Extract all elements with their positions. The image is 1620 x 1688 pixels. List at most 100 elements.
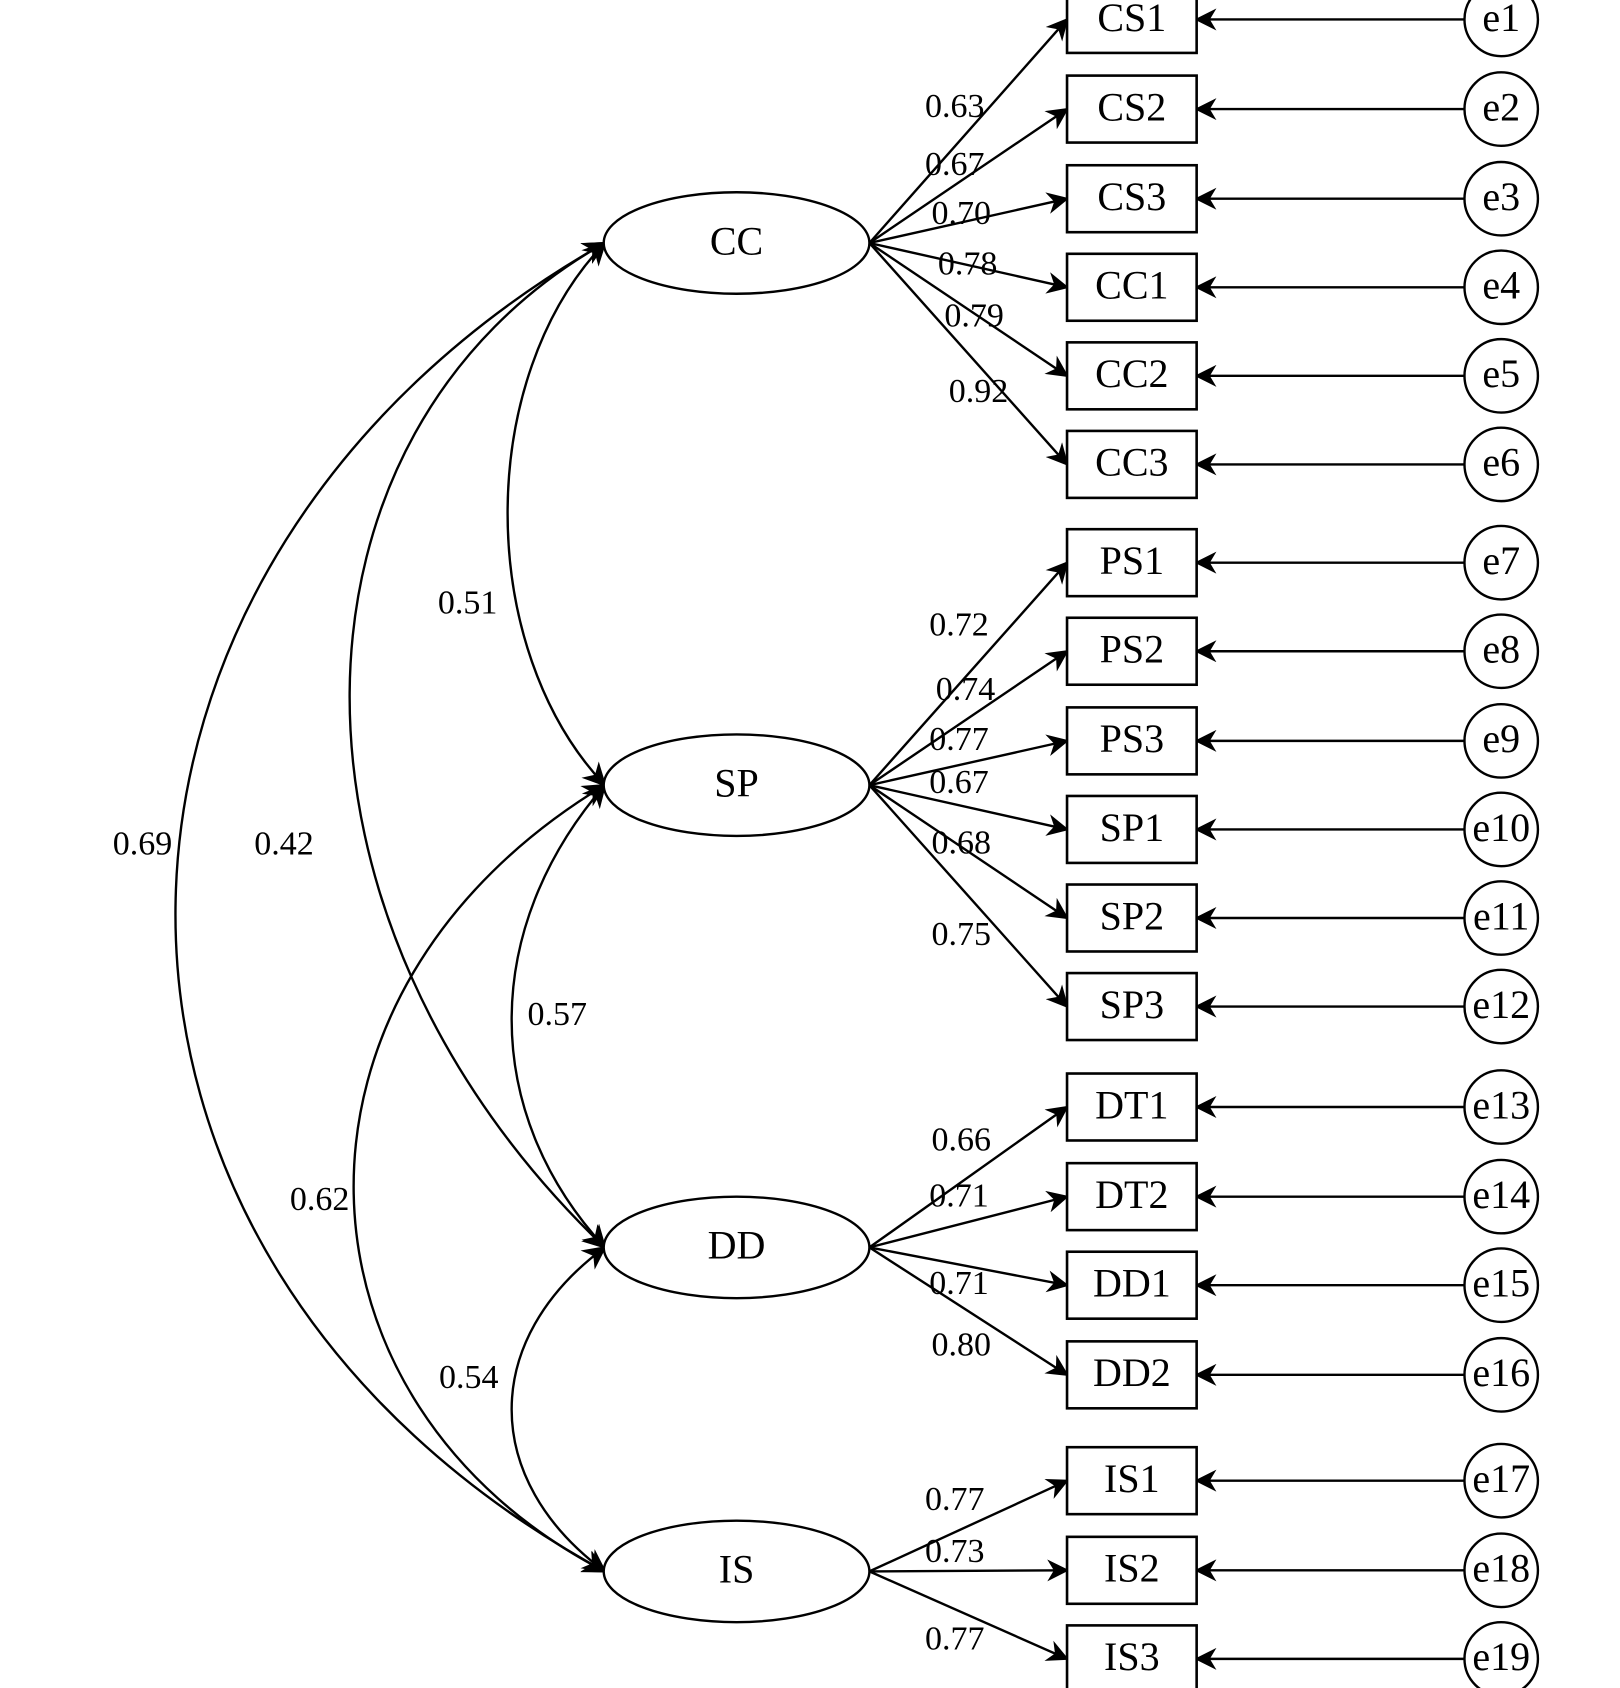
loading-value-IS2: 0.73 [925,1533,985,1570]
loading-value-SP1: 0.67 [929,764,989,801]
error-circle-e14 [1463,1158,1540,1235]
correlation-SP-IS [352,783,607,1573]
error-label-e13: e13 [1472,1082,1530,1127]
indicator-box-CS3 [1065,163,1198,234]
indicator-box-CS2 [1065,74,1198,144]
loading-value-PS3: 0.77 [929,721,989,758]
loading-arrow-PS1 [868,561,1069,786]
indicator-label-CS1: CS1 [1097,0,1166,40]
error-circle-e13 [1463,1069,1540,1145]
correlation-SP-DD [510,783,607,1250]
correlation-arc-DD-IS [510,1245,607,1573]
error-label-e18: e18 [1472,1546,1530,1591]
indicator-label-CC1: CC1 [1095,263,1168,308]
loading-arrow-SP2 [868,784,1069,920]
correlation-arcs [174,241,607,1573]
error-circle-e17 [1463,1442,1540,1519]
loading-arrow-CC2 [868,242,1069,378]
error-label-e16: e16 [1472,1350,1530,1395]
error-label-e6: e6 [1482,440,1520,485]
error-label-e17: e17 [1472,1456,1530,1501]
loading-arrow-DT2 [869,1190,1070,1249]
loading-arrow-DT1 [868,1105,1069,1249]
loading-value-CS3: 0.70 [931,195,991,232]
loading-value-DT2: 0.71 [929,1178,989,1215]
loading-value-SP3: 0.75 [931,916,991,953]
indicator-label-CS3: CS3 [1097,174,1166,219]
loading-arrow-IS1 [868,1478,1070,1573]
error-circle-e1 [1463,0,1540,58]
latent-label-DD: DD [708,1223,766,1268]
indicator-box-PS1 [1065,527,1198,598]
indicator-box-CS1 [1065,0,1198,55]
loading-arrow-IS2 [869,1559,1070,1582]
error-label-e14: e14 [1472,1172,1530,1217]
indicator-label-SP2: SP2 [1100,893,1165,938]
indicator-box-CC2 [1065,341,1198,411]
correlation-CC-DD [348,241,607,1250]
error-circle-e10 [1463,791,1540,868]
correlation-value-DD-IS: 0.54 [439,1359,499,1396]
latent-label-CC: CC [710,218,763,263]
loading-value-SP2: 0.68 [931,824,991,861]
error-circle-e12 [1463,968,1540,1045]
latent-ellipse-SP [602,733,871,838]
indicator-box-SP1 [1065,794,1198,865]
indicator-box-IS2 [1065,1535,1198,1606]
indicator-label-PS3: PS3 [1100,716,1165,761]
error-circle-e5 [1463,337,1540,414]
error-circle-e2 [1463,71,1540,148]
correlation-arc-SP-IS [352,783,607,1573]
loading-value-DD2: 0.80 [931,1327,991,1364]
error-label-e3: e3 [1482,174,1520,219]
indicator-label-PS1: PS1 [1100,538,1165,583]
correlation-value-CC-IS: 0.69 [113,826,173,863]
correlation-CC-IS [174,241,607,1573]
loading-value-CC3: 0.92 [949,373,1009,410]
loading-arrow-IS3 [868,1570,1070,1661]
indicator-label-CC3: CC3 [1095,440,1168,485]
error-circle-e9 [1463,702,1540,779]
correlation-arc-CC-IS [174,241,607,1573]
indicator-box-CC3 [1065,429,1198,500]
indicator-box-DD2 [1065,1340,1198,1410]
indicator-label-CS2: CS2 [1097,84,1166,129]
loading-value-DT1: 0.66 [931,1121,991,1158]
error-circle-e11 [1463,880,1540,956]
correlation-value-SP-DD: 0.57 [528,996,588,1033]
loading-value-IS1: 0.77 [925,1481,985,1518]
loading-arrow-CS3 [869,192,1070,245]
error-circle-e7 [1463,524,1540,601]
correlation-arc-SP-DD [510,783,607,1250]
error-circle-e19 [1463,1620,1540,1688]
indicator-label-SP1: SP1 [1100,805,1165,850]
indicator-box-CC1 [1065,252,1198,323]
error-label-e15: e15 [1472,1261,1530,1306]
loading-value-DD1: 0.71 [929,1265,989,1302]
error-circle-e4 [1463,249,1540,326]
latent-ellipse-DD [602,1195,871,1300]
indicator-box-IS1 [1065,1445,1198,1516]
indicator-label-DD1: DD1 [1093,1261,1171,1306]
indicator-label-IS1: IS1 [1104,1456,1160,1501]
indicator-label-IS2: IS2 [1104,1546,1160,1591]
loading-arrow-SP3 [868,784,1069,1009]
error-label-e8: e8 [1482,627,1520,672]
coefficient-labels: 0.510.570.540.420.620.690.630.670.700.78… [113,88,1008,1658]
loading-value-PS1: 0.72 [929,606,989,643]
loading-arrow-CC1 [869,241,1070,294]
loading-arrow-PS2 [868,650,1069,787]
error-label-e4: e4 [1482,263,1520,308]
loading-arrow-DD2 [868,1246,1069,1377]
error-label-e9: e9 [1482,716,1520,761]
error-arrows [1194,8,1465,1670]
loading-arrow-CS1 [868,17,1069,244]
error-label-e19: e19 [1472,1634,1530,1679]
loading-arrows [868,17,1070,1661]
correlation-value-CC-DD: 0.42 [254,826,314,863]
correlation-value-CC-SP: 0.51 [438,585,498,622]
indicator-label-IS3: IS3 [1104,1634,1160,1679]
loading-arrow-PS3 [869,734,1070,787]
error-circle-e18 [1463,1532,1540,1609]
